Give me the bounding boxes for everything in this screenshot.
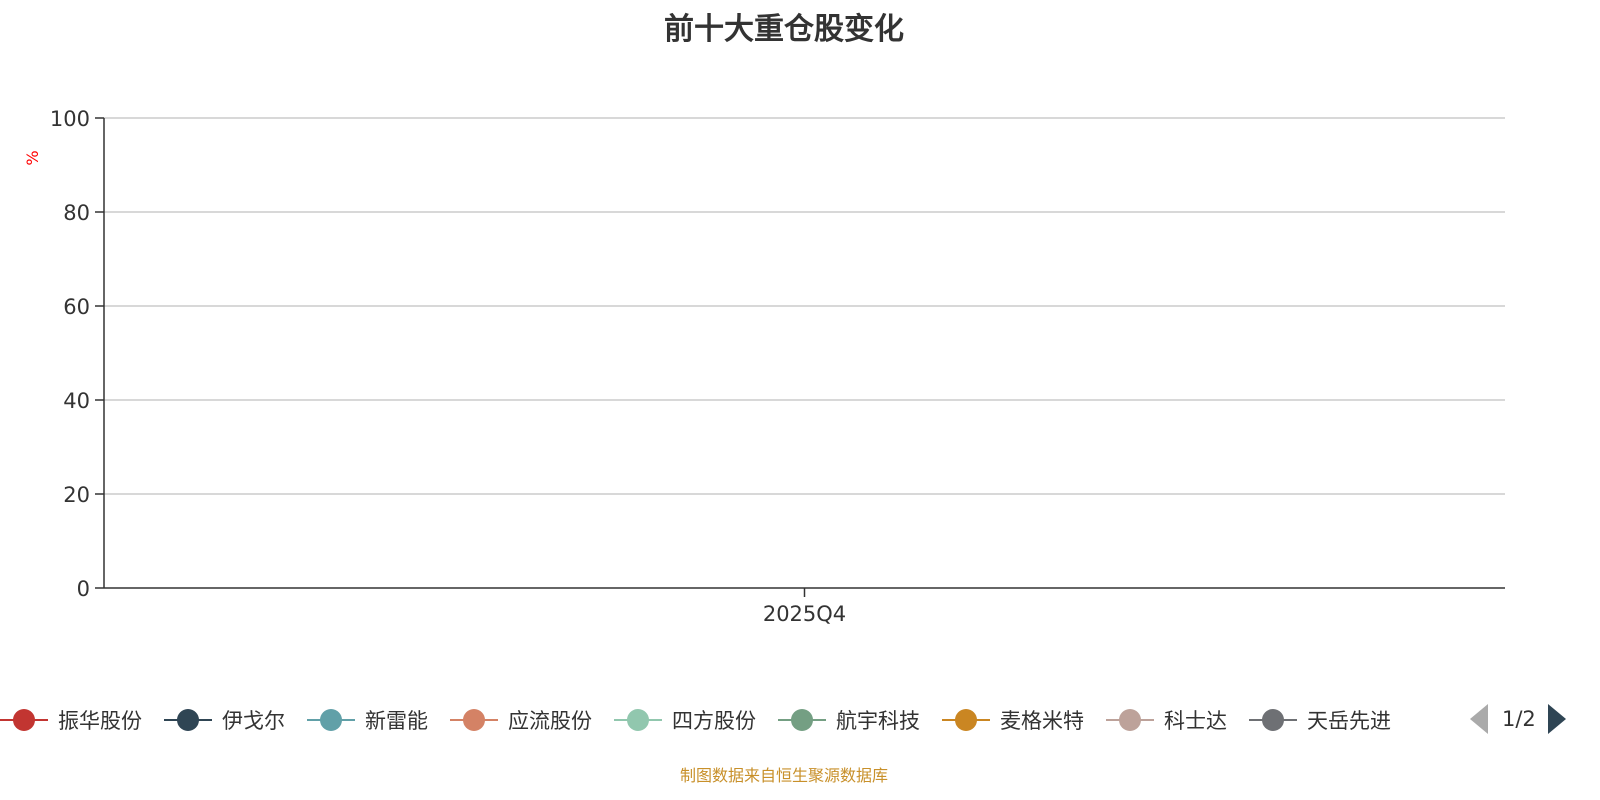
y-tick-label: 0 xyxy=(77,577,90,601)
legend-prev-icon[interactable] xyxy=(1470,704,1488,734)
legend-item[interactable]: 伊戈尔 xyxy=(164,705,285,735)
legend-item[interactable]: 航宇科技 xyxy=(778,705,920,735)
legend-symbol-icon xyxy=(0,708,48,732)
legend-next-icon[interactable] xyxy=(1547,704,1566,734)
legend-symbol-icon xyxy=(307,708,355,732)
legend-item[interactable]: 应流股份 xyxy=(450,705,592,735)
legend-item[interactable]: 新雷能 xyxy=(307,705,428,735)
legend-label: 应流股份 xyxy=(508,709,592,733)
x-tick-label: 2025Q4 xyxy=(763,602,846,626)
y-tick-label: 80 xyxy=(63,201,90,225)
legend-symbol-icon xyxy=(1106,708,1154,732)
legend-label: 航宇科技 xyxy=(836,709,920,733)
legend-item[interactable]: 振华股份 xyxy=(0,705,142,735)
chart-title: 前十大重仓股变化 xyxy=(664,12,904,47)
legend-symbol-icon xyxy=(614,708,662,732)
y-tick-label: 100 xyxy=(50,107,90,131)
legend-item[interactable]: 麦格米特 xyxy=(942,705,1084,735)
legend-label: 天岳先进 xyxy=(1307,709,1391,733)
legend-item[interactable]: 科士达 xyxy=(1106,705,1227,735)
legend-label: 四方股份 xyxy=(672,709,756,733)
legend-symbol-icon xyxy=(942,708,990,732)
legend-symbol-icon xyxy=(450,708,498,732)
y-tick-label: 40 xyxy=(63,389,90,413)
legend-label: 伊戈尔 xyxy=(222,709,285,733)
legend-label: 振华股份 xyxy=(58,709,142,733)
legend-page-label: 1/2 xyxy=(1502,707,1536,731)
y-axis-label: % xyxy=(23,150,42,165)
source-note: 制图数据来自恒生聚源数据库 xyxy=(679,766,888,785)
legend-pager: 1/2 xyxy=(1470,704,1566,734)
legend-symbol-icon xyxy=(778,708,826,732)
y-tick-label: 60 xyxy=(63,295,90,319)
legend-symbol-icon xyxy=(1249,708,1297,732)
legend: 振华股份 伊戈尔 新雷能 应流股份 四方股份 航宇科技 麦格米特 科士达 天岳先进 xyxy=(0,704,1460,736)
y-tick-label: 20 xyxy=(63,483,90,507)
legend-item[interactable]: 四方股份 xyxy=(614,705,756,735)
legend-label: 新雷能 xyxy=(365,709,428,733)
legend-label: 科士达 xyxy=(1164,709,1227,733)
chart-plot: 0 20 40 60 80 100% 2025Q4 xyxy=(23,107,1505,626)
legend-symbol-icon xyxy=(164,708,212,732)
legend-label: 麦格米特 xyxy=(1000,709,1084,733)
legend-item[interactable]: 天岳先进 xyxy=(1249,705,1391,735)
